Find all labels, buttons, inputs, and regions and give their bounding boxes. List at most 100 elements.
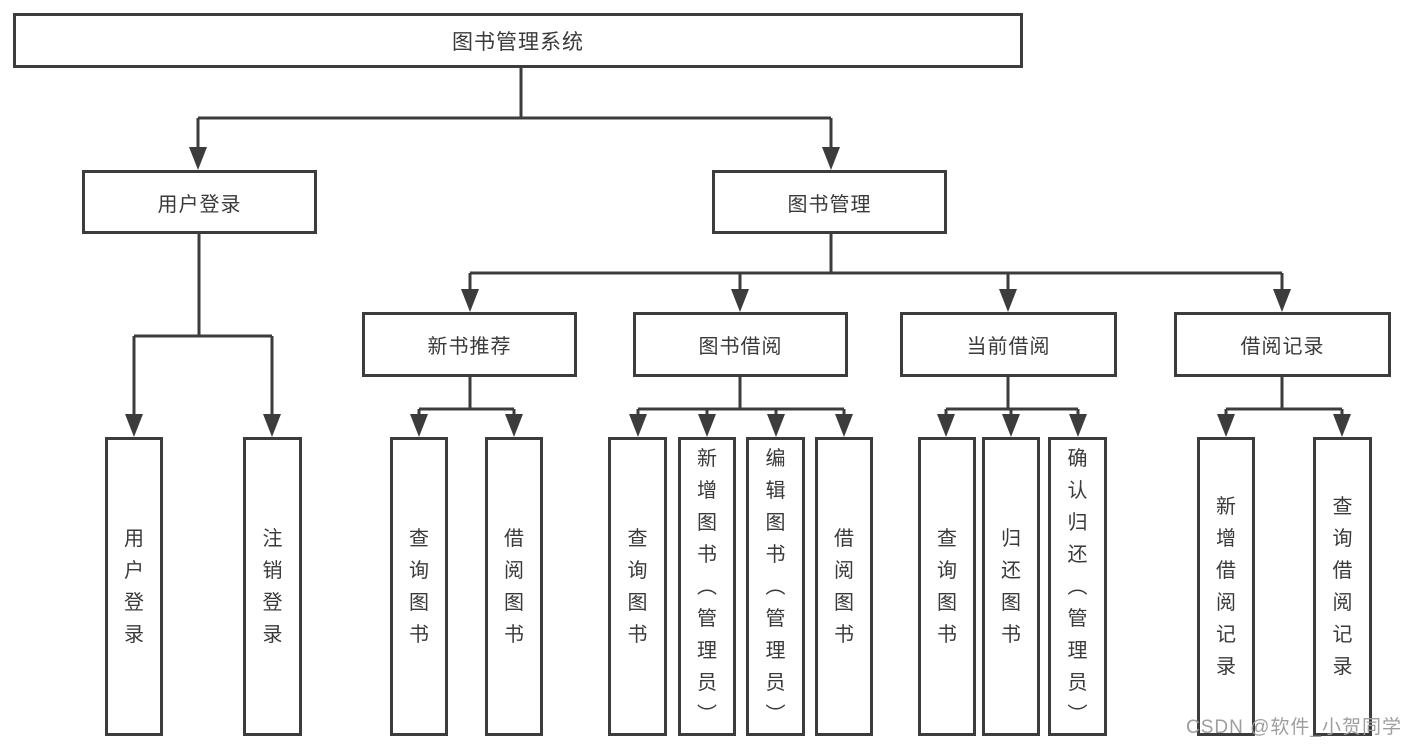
node-br-query-record-char: 借: [1332, 559, 1353, 582]
node-root-label: 图书管理系统: [452, 30, 584, 54]
arrowhead-down-icon: [1273, 289, 1291, 312]
arrowhead-down-icon: [1069, 414, 1087, 437]
node-user-login-leaf-char: 用: [124, 527, 144, 550]
node-bb-borrow-books-char: 书: [834, 623, 854, 646]
node-book-management-label: 图书管理: [787, 193, 872, 216]
node-bb-edit-books-char: ︵: [765, 575, 786, 598]
node-br-add-record-char: 增: [1216, 527, 1236, 550]
node-bb-query-books-char: 图: [627, 591, 648, 614]
node-br-query-record-char: 录: [1332, 655, 1353, 678]
watermark-text: CSDN @软件_小贺同学: [1186, 717, 1402, 738]
node-nb-borrow-books: 借阅图书: [485, 437, 543, 736]
node-user-login-leaf-char: 户: [124, 559, 144, 582]
node-bb-add-books: 新增图书︵管理员︶: [678, 437, 736, 736]
node-nb-query-books: 查询图书: [390, 437, 448, 736]
node-cb-confirm-return-char: 确: [1067, 447, 1088, 470]
node-br-add-record: 新增借阅记录: [1197, 437, 1255, 736]
node-user-login-leaf-char: 录: [124, 623, 144, 646]
node-borrow-records-label: 借阅记录: [1240, 336, 1325, 358]
node-br-add-record-char: 记: [1216, 623, 1236, 646]
node-cb-confirm-return-char: 还: [1067, 543, 1088, 566]
node-bb-add-books-char: 增: [697, 479, 717, 502]
node-cb-confirm-return-char: 归: [1067, 511, 1088, 534]
node-bb-borrow-books-char: 图: [834, 591, 854, 614]
arrowhead-down-icon: [1217, 414, 1235, 437]
node-bb-edit-books-char: 管: [765, 607, 786, 630]
arrowhead-down-icon: [999, 289, 1017, 312]
node-cb-confirm-return-char: 认: [1067, 479, 1088, 502]
node-nb-query-books-char: 查: [409, 527, 429, 550]
node-bb-query-books: 查询图书: [608, 437, 667, 736]
node-bb-edit-books-char: 辑: [765, 479, 786, 502]
node-nb-borrow-books-char: 借: [504, 527, 524, 550]
node-logout-leaf: 注销登录: [243, 437, 302, 736]
node-bb-query-books-char: 书: [627, 623, 648, 646]
node-br-query-record-char: 查: [1332, 495, 1353, 518]
node-bb-add-books-char: 理: [697, 639, 717, 662]
node-bb-add-books-char: 书: [697, 543, 717, 566]
node-bb-add-books-char: 新: [697, 447, 717, 470]
node-user-login: 用户登录: [82, 170, 317, 234]
node-book-management: 图书管理: [712, 170, 947, 234]
node-borrow-records: 借阅记录: [1174, 312, 1391, 377]
node-cb-return-books-char: 书: [1001, 623, 1021, 646]
arrowhead-down-icon: [629, 414, 647, 437]
node-cb-confirm-return-char: 员: [1067, 671, 1088, 694]
node-book-borrow: 图书借阅: [633, 312, 848, 377]
node-bb-edit-books-char: 理: [765, 639, 786, 662]
arrowhead-down-icon: [189, 147, 207, 170]
node-bb-add-books-char: 图: [697, 511, 717, 534]
node-user-login-leaf-char: 登: [124, 591, 144, 614]
node-cb-confirm-return: 确认归还 ︵ 管理员 ︶: [1048, 437, 1107, 736]
node-current-borrow-label: 当前借阅: [966, 336, 1051, 358]
node-bb-borrow-books: 借阅图书: [815, 437, 873, 736]
node-bb-edit-books-char: 图: [765, 511, 786, 534]
node-br-query-record-char: 记: [1332, 623, 1353, 646]
node-bb-add-books-char: ︵: [697, 575, 717, 598]
node-logout-leaf-char: 录: [262, 623, 283, 646]
node-cb-return-books-char: 图: [1001, 591, 1021, 614]
node-cb-return-books-char: 归: [1001, 527, 1021, 550]
node-cb-return-books: 归还图书: [982, 437, 1040, 736]
node-cb-confirm-return-char: ︶: [1067, 703, 1088, 726]
node-new-book-recommend-label: 新书推荐: [427, 336, 512, 358]
arrowhead-down-icon: [822, 147, 840, 170]
arrowhead-down-icon: [835, 414, 853, 437]
node-new-book-recommend: 新书推荐: [362, 312, 577, 377]
node-cb-query-books-char: 图: [937, 591, 957, 614]
arrowhead-down-icon: [505, 414, 523, 437]
node-bb-edit-books-char: ︶: [765, 703, 786, 726]
node-root: 图书管理系统: [13, 13, 1023, 68]
node-nb-query-books-char: 书: [409, 623, 429, 646]
node-cb-query-books-char: 书: [937, 623, 957, 646]
node-nb-borrow-books-char: 图: [504, 591, 524, 614]
node-bb-edit-books-char: 员: [765, 671, 786, 694]
node-bb-borrow-books-char: 阅: [834, 559, 854, 582]
node-bb-add-books-char: ︶: [697, 703, 717, 726]
node-cb-confirm-return-char: 管: [1067, 607, 1088, 630]
arrowhead-down-icon: [125, 414, 143, 437]
node-bb-query-books-char: 询: [627, 559, 648, 582]
node-br-add-record-char: 录: [1216, 655, 1236, 678]
node-logout-leaf-char: 注: [262, 527, 283, 550]
arrowhead-down-icon: [263, 414, 281, 437]
node-br-query-record: 查询借阅记录: [1313, 437, 1372, 736]
node-bb-edit-books: 编辑图书 ︵ 管理员 ︶: [746, 437, 805, 736]
node-bb-edit-books-char: 书: [765, 543, 786, 566]
node-cb-confirm-return-char: 理: [1067, 639, 1088, 662]
node-bb-edit-books-char: 编: [765, 447, 786, 470]
node-br-add-record-char: 新: [1216, 495, 1236, 518]
node-bb-borrow-books-char: 借: [834, 527, 854, 550]
node-cb-return-books-char: 还: [1001, 559, 1021, 582]
node-nb-query-books-char: 图: [409, 591, 429, 614]
node-bb-query-books-char: 查: [627, 527, 648, 550]
node-cb-query-books: 查询图书: [918, 437, 976, 736]
node-cb-confirm-return-char: ︵: [1067, 575, 1088, 598]
node-br-add-record-char: 借: [1216, 559, 1236, 582]
node-br-add-record-char: 阅: [1216, 591, 1236, 614]
node-bb-add-books-char: 员: [697, 671, 717, 694]
node-cb-query-books-char: 查: [937, 527, 957, 550]
node-cb-query-books-char: 询: [937, 559, 957, 582]
arrowhead-down-icon: [461, 289, 479, 312]
